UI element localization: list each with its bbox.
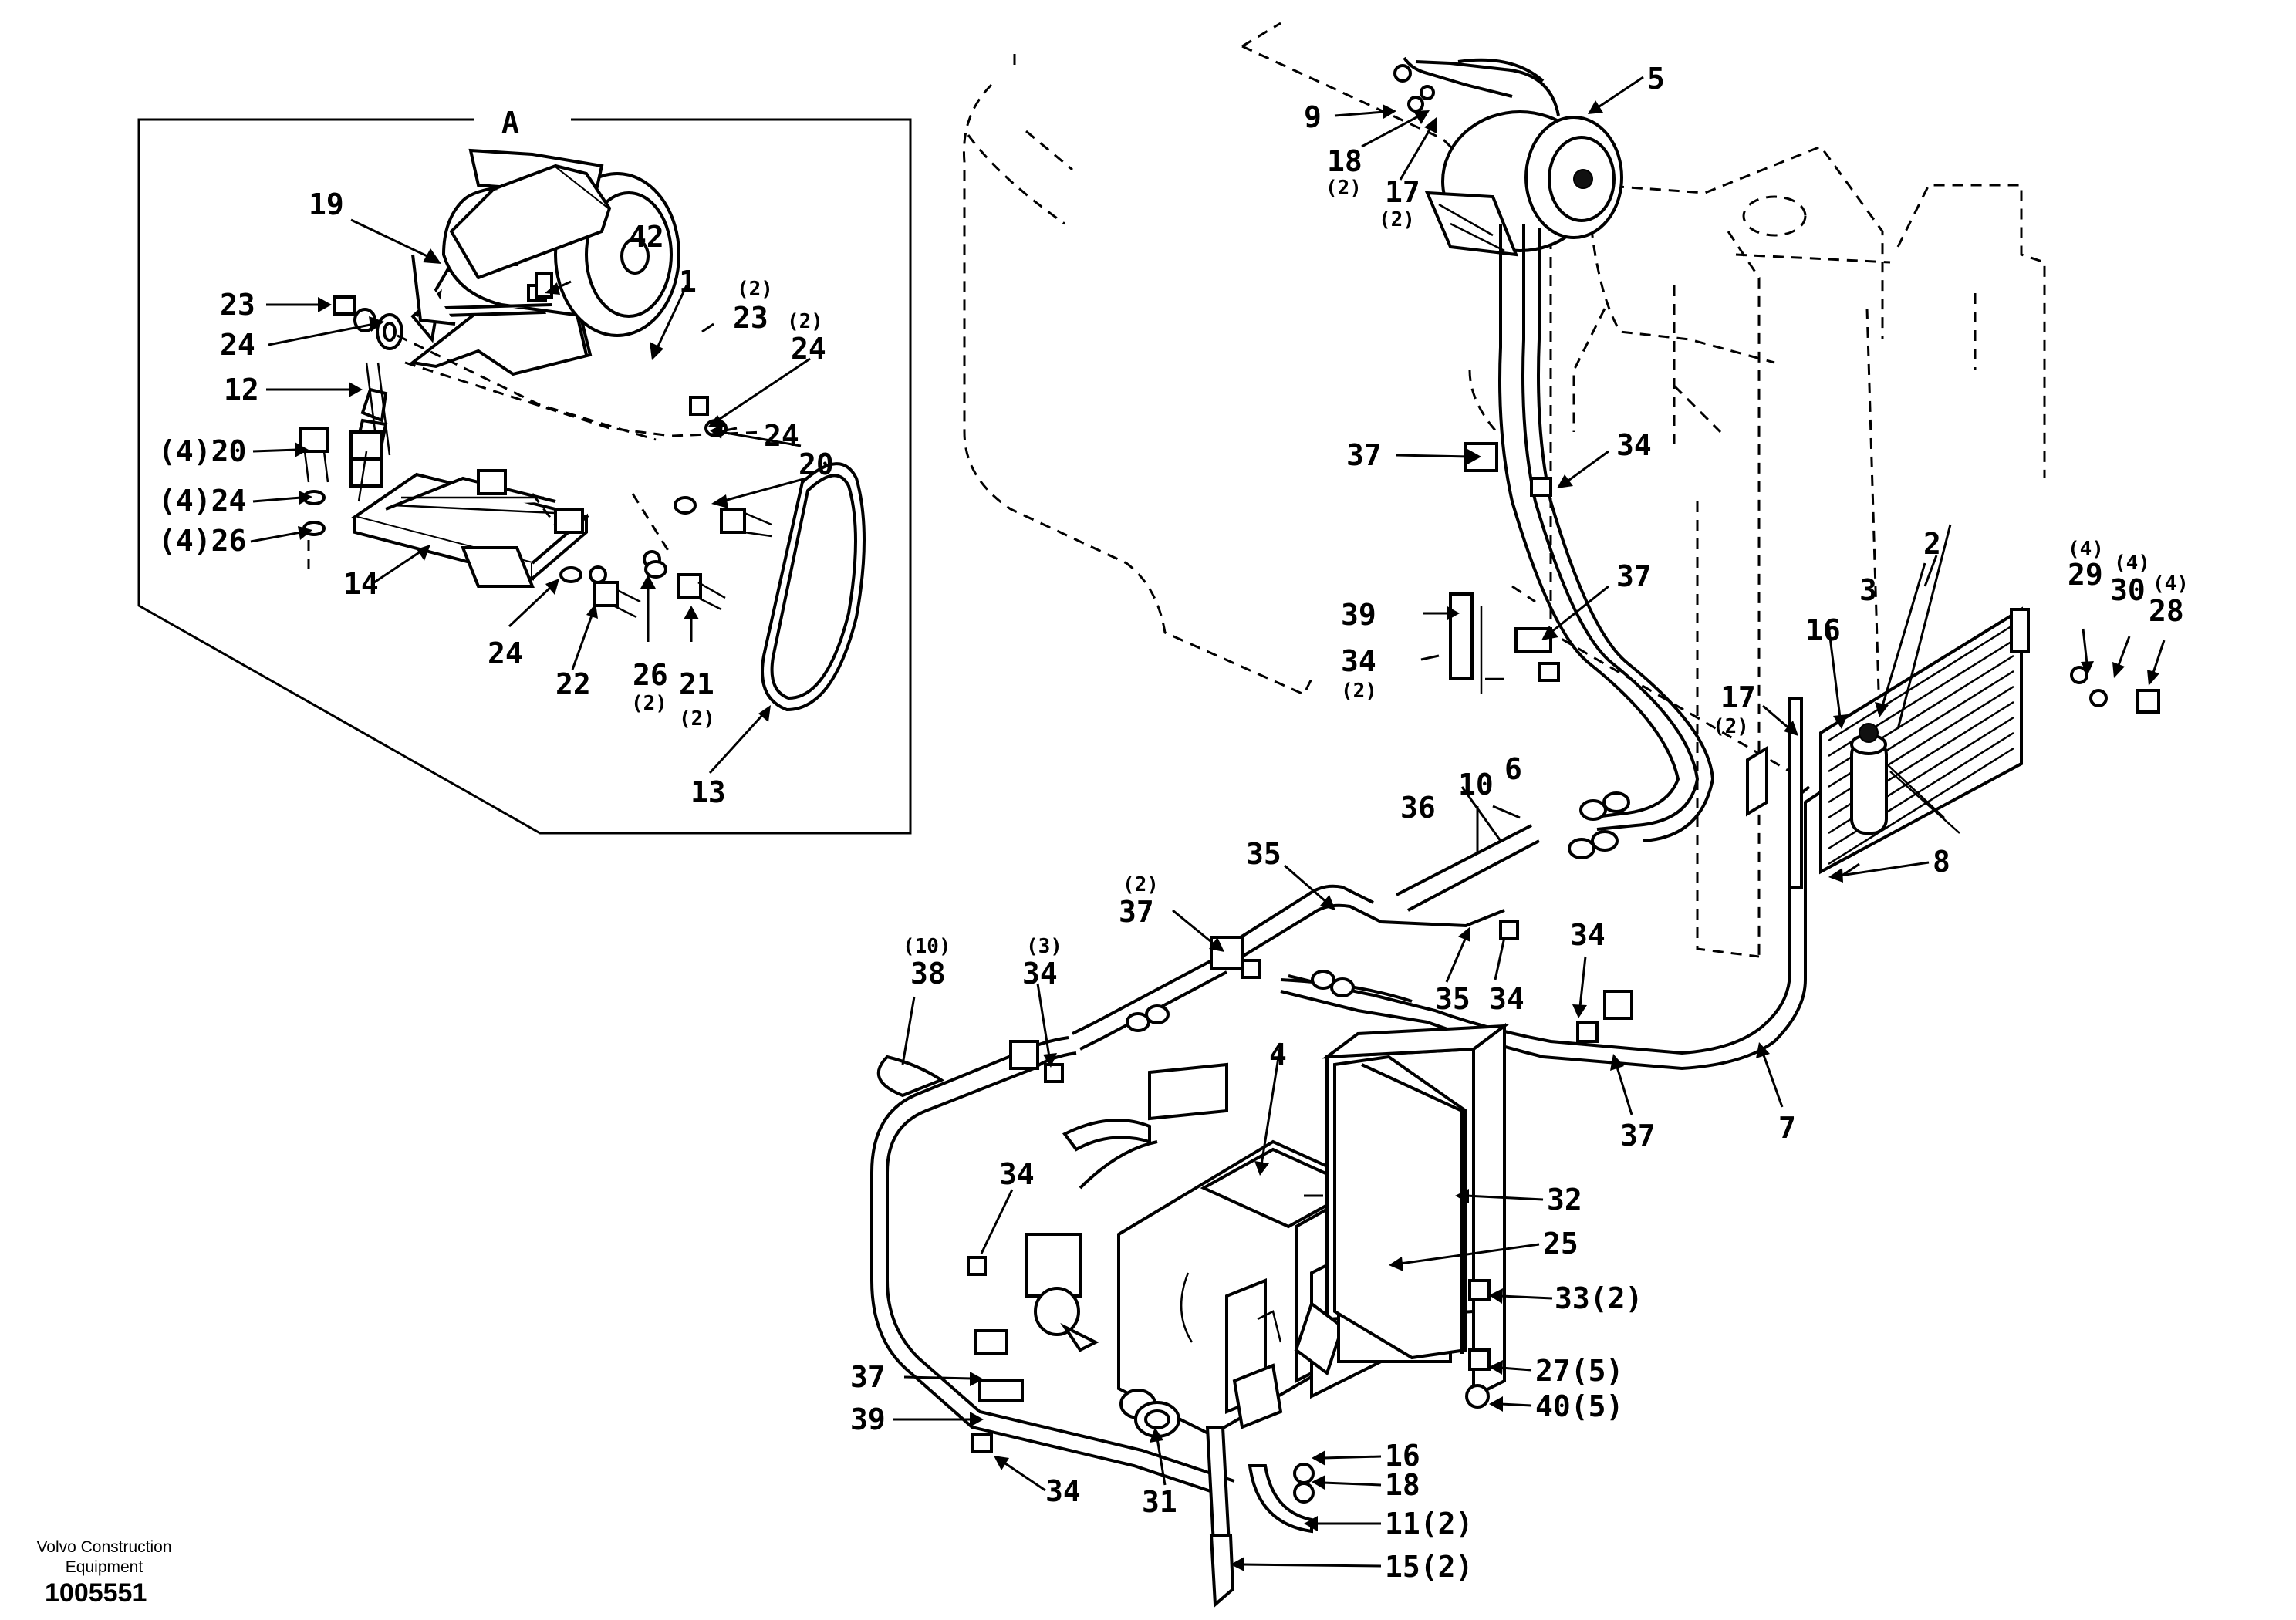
callout-18-a: 18 xyxy=(1327,144,1362,178)
detail-a-bracket-19 xyxy=(449,164,612,302)
callout-40: 40(5) xyxy=(1535,1389,1623,1423)
callout-1: 1 xyxy=(679,265,697,299)
callout-20-a: 20 xyxy=(799,447,834,481)
drain-parts xyxy=(1134,1401,1315,1608)
callout-33: 33(2) xyxy=(1555,1281,1643,1315)
callout-17-a: 17 xyxy=(1385,175,1420,209)
qty-26-b: (2) xyxy=(631,692,667,715)
callout-labels: 19 42 1 23 24 (2) 23 (2) 24 12 24 20 (4)… xyxy=(158,62,2189,1584)
callout-37-a: 37 xyxy=(1346,438,1382,472)
callout-23-a: 23 xyxy=(220,288,255,322)
callout-11: 11(2) xyxy=(1385,1507,1473,1541)
condenser xyxy=(1746,606,2030,889)
callout-39-a: 39 xyxy=(1341,598,1376,632)
callout-36: 36 xyxy=(1400,791,1436,825)
qty-38: (10) xyxy=(903,935,951,958)
callout-24-a: 24 xyxy=(220,328,255,362)
detail-letter: A xyxy=(501,106,519,140)
callout-42: 42 xyxy=(629,220,664,254)
callout-23-b: 23 xyxy=(733,301,768,335)
callout-16-a: 16 xyxy=(1805,613,1841,647)
detail-a-belt-13 xyxy=(761,462,866,712)
fasteners xyxy=(876,477,2160,1453)
callout-35-b: 35 xyxy=(1435,982,1470,1016)
callout-37-e: 37 xyxy=(850,1360,886,1394)
callout-19: 19 xyxy=(309,187,344,221)
footer-company-line1: Volvo Construction xyxy=(36,1538,172,1556)
callout-21: 21 xyxy=(679,667,714,701)
qty-29: (4) xyxy=(2068,538,2104,561)
callout-10: 10 xyxy=(1458,768,1494,802)
callout-18-b: 18 xyxy=(1385,1468,1420,1502)
callout-5: 5 xyxy=(1647,62,1665,96)
callout-24-d: (4)24 xyxy=(158,484,246,518)
callout-24-e: 24 xyxy=(488,636,523,670)
detail-a-frame: A xyxy=(137,106,912,835)
qty-34-e: (3) xyxy=(1026,935,1062,958)
footer-company: Volvo Construction Equipment xyxy=(15,1537,193,1578)
callout-27: 27(5) xyxy=(1535,1354,1623,1388)
callout-34-a: 34 xyxy=(1616,428,1652,462)
callout-25: 25 xyxy=(1543,1227,1578,1261)
callout-3: 3 xyxy=(1859,573,1877,607)
callout-8: 8 xyxy=(1933,845,1950,879)
qty-28: (4) xyxy=(2152,572,2189,596)
detail-a-mount-14 xyxy=(351,469,661,588)
callout-13: 13 xyxy=(690,775,726,809)
callout-2: 2 xyxy=(1923,527,1941,561)
callout-15: 15(2) xyxy=(1385,1550,1473,1584)
qty-21: (2) xyxy=(679,707,715,731)
callout-14: 14 xyxy=(343,567,379,601)
drawing-number: 1005551 xyxy=(45,1578,147,1608)
callout-7: 7 xyxy=(1778,1111,1796,1145)
leader-lines xyxy=(250,76,2166,1571)
qty-30: (4) xyxy=(2114,552,2150,575)
qty-17-b: (2) xyxy=(1713,715,1749,738)
callout-37-d: 37 xyxy=(1620,1119,1656,1153)
callout-24-b: 24 xyxy=(791,332,826,366)
callout-24-c: 24 xyxy=(764,419,799,453)
compressor-installed xyxy=(1393,56,1623,257)
callout-34-d: 34 xyxy=(1570,918,1606,952)
callout-35-a: 35 xyxy=(1246,837,1281,871)
callout-20-b: (4)20 xyxy=(158,434,246,468)
callout-34-b: 34 xyxy=(1341,644,1376,678)
callout-39-b: 39 xyxy=(850,1402,886,1436)
qty-18-a: (2) xyxy=(1325,177,1362,200)
callout-4: 4 xyxy=(1269,1038,1287,1072)
callout-9: 9 xyxy=(1304,100,1322,134)
brackets-clamps xyxy=(974,442,1633,1402)
callout-17-b: 17 xyxy=(1720,680,1756,714)
callout-16-b: 16 xyxy=(1385,1439,1420,1473)
qty-34-b: (2) xyxy=(1341,680,1377,703)
qty-24-b: (2) xyxy=(787,310,823,333)
callout-31: 31 xyxy=(1142,1485,1177,1519)
qty-23-b: (2) xyxy=(737,278,773,301)
callout-34-c: 34 xyxy=(1489,982,1524,1016)
callout-37-b: 37 xyxy=(1616,559,1652,593)
callout-30: 30 xyxy=(2110,573,2146,607)
callout-12: 12 xyxy=(224,373,259,407)
callout-34-e: 34 xyxy=(1022,957,1058,991)
callout-6: 6 xyxy=(1504,752,1522,786)
callout-26-b: 26 xyxy=(633,658,668,692)
callout-29: 29 xyxy=(2068,558,2103,592)
callout-26-a: (4)26 xyxy=(158,524,246,558)
callout-34-g: 34 xyxy=(1045,1474,1081,1508)
qty-37-c: (2) xyxy=(1123,873,1159,896)
callout-34-f: 34 xyxy=(999,1157,1035,1191)
callout-37-c: 37 xyxy=(1119,895,1154,929)
qty-17-a: (2) xyxy=(1379,208,1415,231)
callout-28: 28 xyxy=(2149,594,2184,628)
callout-38: 38 xyxy=(910,957,946,991)
callout-22: 22 xyxy=(555,667,591,701)
callout-32: 32 xyxy=(1547,1183,1582,1217)
receiver-drier xyxy=(1850,723,1960,835)
footer-company-line2: Equipment xyxy=(65,1558,144,1576)
